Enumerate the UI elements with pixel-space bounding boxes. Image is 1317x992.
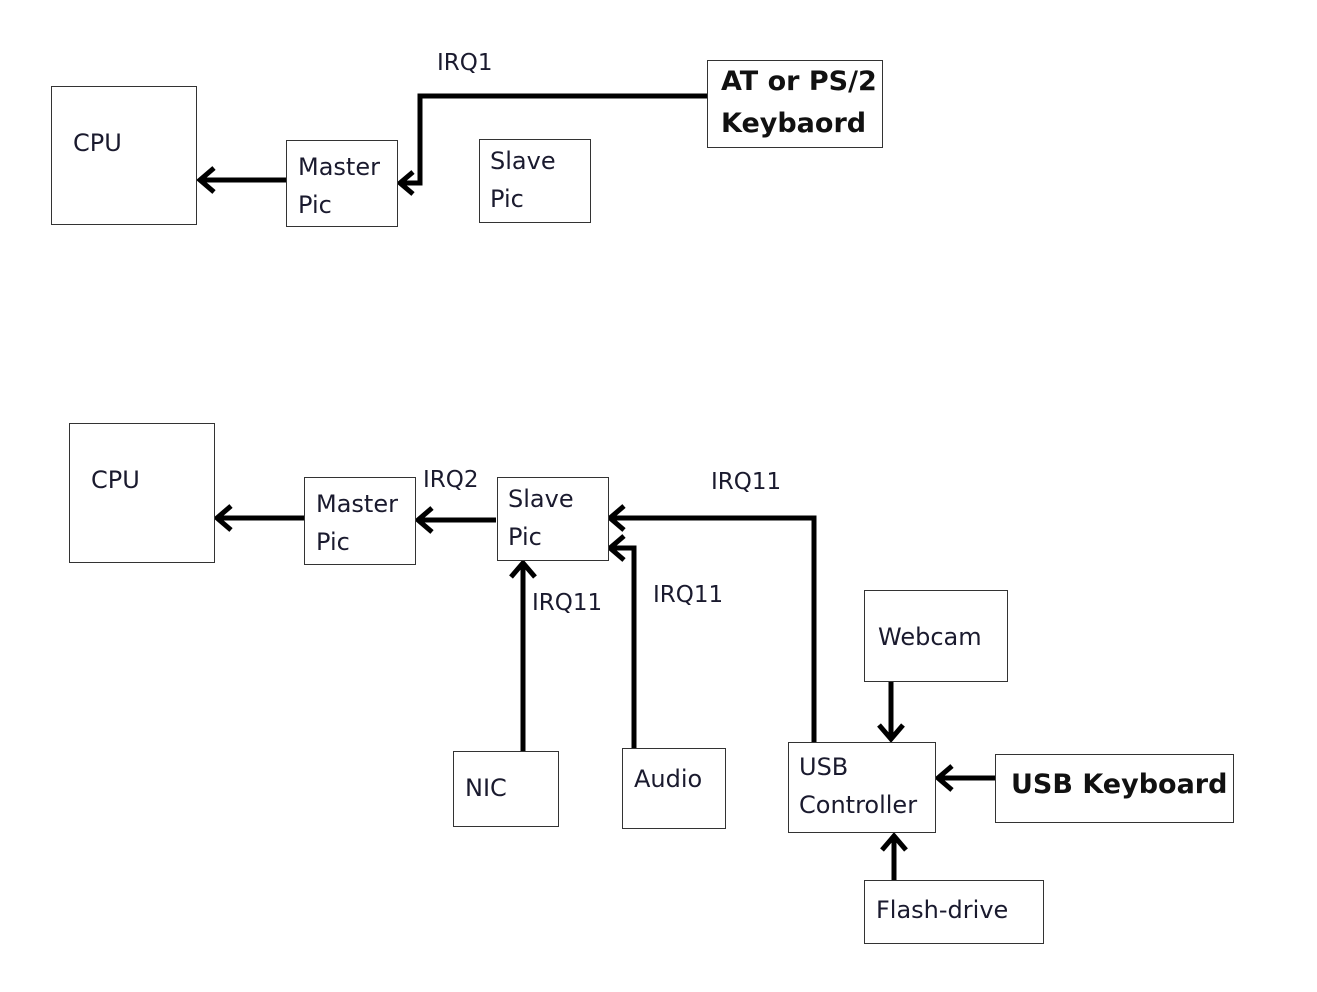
audio-box: Audio (622, 748, 726, 829)
irq1-label: IRQ1 (437, 50, 493, 76)
arrowhead-usb-controller-webcam (877, 723, 905, 743)
cpu-box-top: CPU (51, 86, 197, 225)
cpu-label-top: CPU (73, 129, 122, 157)
line-keyboard-to-master-pic (402, 93, 707, 186)
master-pic-label-bottom-line1: Master (316, 490, 398, 518)
arrowhead-slave-pic-nic (509, 559, 537, 579)
slave-pic-label-top-line1: Slave (490, 147, 556, 175)
irq11-nic-label: IRQ11 (532, 590, 603, 616)
audio-label: Audio (634, 765, 703, 793)
irq2-label: IRQ2 (423, 467, 479, 493)
slave-pic-box-bottom: Slave Pic (497, 477, 609, 561)
usb-controller-label-line2: Controller (799, 791, 918, 819)
master-pic-label-top-line2: Pic (298, 191, 332, 219)
slave-pic-label-top-line2: Pic (490, 185, 524, 213)
nic-box: NIC (453, 751, 559, 827)
cpu-label-bottom: CPU (91, 466, 140, 494)
flash-drive-label: Flash-drive (876, 896, 1009, 924)
nic-label: NIC (465, 774, 507, 802)
slave-pic-box-top: Slave Pic (479, 139, 591, 223)
arrowhead-master-pic-bottom (414, 506, 434, 534)
arrowhead-cpu-bottom (213, 504, 233, 532)
usb-keyboard-label: USB Keyboard (1011, 769, 1228, 800)
arrowhead-master-pic-top (396, 170, 415, 196)
arrowhead-slave-pic-usb (606, 504, 626, 532)
webcam-box: Webcam (864, 590, 1008, 682)
keyboard-label-line1: AT or PS/2 (721, 66, 877, 97)
usb-controller-box: USB Controller (788, 742, 936, 833)
line-usb-controller-to-slave-pic (612, 515, 817, 742)
arrowhead-cpu-top (196, 166, 216, 194)
keyboard-label-line2: Keybaord (721, 108, 867, 139)
usb-controller-label-line1: USB (799, 753, 849, 781)
master-pic-box-top: Master Pic (286, 140, 398, 227)
slave-pic-label-bottom-line1: Slave (508, 485, 574, 513)
slave-pic-label-bottom-line2: Pic (508, 523, 542, 551)
arrowhead-slave-pic-audio (606, 534, 626, 562)
cpu-box-bottom: CPU (69, 423, 215, 563)
master-pic-label-bottom-line2: Pic (316, 528, 350, 556)
irq11-audio-label: IRQ11 (653, 582, 724, 608)
line-audio-to-slave-pic (612, 545, 637, 748)
webcam-label: Webcam (878, 623, 982, 651)
arrowhead-usb-controller-flash (880, 832, 908, 852)
keyboard-box-top: AT or PS/2 Keybaord (707, 60, 883, 148)
master-pic-box-bottom: Master Pic (304, 477, 416, 565)
flash-drive-box: Flash-drive (864, 880, 1044, 944)
arrowhead-usb-controller-keyboard (934, 764, 954, 792)
usb-keyboard-box: USB Keyboard (995, 754, 1234, 823)
master-pic-label-top-line1: Master (298, 153, 380, 181)
irq11-usb-label: IRQ11 (711, 469, 782, 495)
